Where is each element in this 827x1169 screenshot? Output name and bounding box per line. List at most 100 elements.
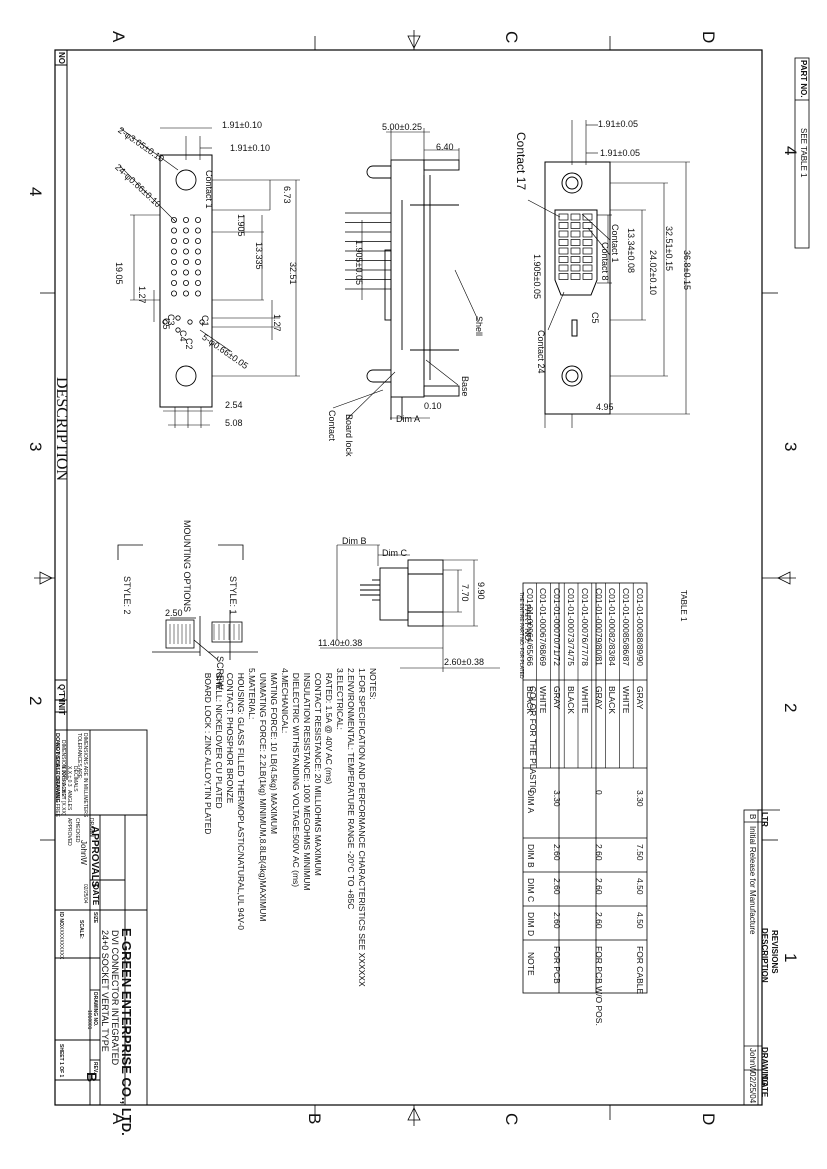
rev-row-ltr: B bbox=[748, 814, 757, 820]
table-cell-part: C01-01-00067/68/69 bbox=[538, 588, 549, 666]
label-shell: Shell bbox=[474, 316, 484, 337]
rev-row-description: Initial Release for Manufacture bbox=[748, 826, 757, 935]
table-cell-color: WHITE bbox=[621, 686, 632, 714]
pin-hole bbox=[182, 227, 189, 234]
dim-1-91-b: 1.91±0.10 bbox=[230, 143, 270, 153]
dim-2-54: 2.54 bbox=[225, 400, 243, 410]
table-cell-dim-c: 2.60 bbox=[552, 878, 563, 895]
table-cell-dim-a: 3.30 bbox=[635, 790, 645, 807]
front-contact bbox=[582, 247, 593, 255]
title-block-grid bbox=[54, 729, 148, 1106]
pin-hole bbox=[170, 258, 177, 265]
dim-5-00: 5.00±0.25 bbox=[382, 122, 422, 132]
pin-hole bbox=[170, 237, 177, 244]
note-line: 4.MECHANICAL: bbox=[280, 668, 290, 734]
dim-front-1-905: 1.905±0.05 bbox=[532, 254, 542, 299]
note-line: DIELECTRIC WITHSTANDING VOLTAGE:500V AC … bbox=[291, 668, 301, 888]
do-not-scale: DO NOT SCALE DRAWING bbox=[54, 733, 60, 803]
table-cell-part: C01-01-00082/83/84 bbox=[607, 588, 618, 666]
front-contact bbox=[570, 273, 581, 280]
pin-hole bbox=[194, 248, 201, 255]
front-contact bbox=[582, 213, 593, 221]
part-no-value: SEE TABLE 1 bbox=[799, 128, 808, 178]
mount-detail bbox=[169, 624, 240, 644]
side-pins bbox=[345, 212, 391, 290]
table-cell-color: GRAY bbox=[552, 686, 563, 710]
note-line: 5.MATERIAL: bbox=[247, 668, 257, 720]
title-line-1: DVI CONNECTOR INTEGRATED bbox=[110, 930, 120, 1066]
dim-13-34: 13.34±0.08 bbox=[626, 228, 636, 273]
c-pin-hole bbox=[175, 327, 181, 333]
note-line: BOARD LOCK : ZINC ALLOY,TIN PLATED bbox=[203, 668, 213, 835]
front-contact bbox=[570, 256, 581, 263]
title-line-2: 24+0 SOCKET VERTAL TYPE bbox=[100, 930, 110, 1052]
pin-hole bbox=[194, 258, 201, 265]
note-line: SHELL: NICKELOVER CU PLATED bbox=[214, 668, 224, 809]
part-no-box bbox=[794, 57, 810, 249]
note-line: RATED: 1.5A @ 40V AC (ms) bbox=[324, 668, 334, 785]
dim-6-73: 6.73 bbox=[282, 186, 292, 204]
zone-label-left-4: 4 bbox=[26, 187, 45, 197]
label-c5-front: C5 bbox=[590, 312, 600, 324]
zone-label-left-2: 2 bbox=[26, 696, 45, 706]
pin-hole bbox=[170, 269, 177, 276]
table-cell-dim-d: 4.50 bbox=[635, 912, 645, 929]
rev-header-date: DATE bbox=[760, 1076, 769, 1098]
front-contact bbox=[570, 247, 581, 255]
table-cell-color: WHITE bbox=[538, 686, 549, 714]
dim-2-60: 2.60±0.38 bbox=[444, 657, 484, 667]
dim-7-70: 7.70 bbox=[460, 584, 470, 602]
pin-hole bbox=[182, 216, 189, 223]
zone-label-right-1: 1 bbox=[781, 953, 800, 963]
c-pin-hole bbox=[187, 319, 193, 325]
table-cell-dim-a: 3.30 bbox=[552, 790, 563, 807]
zone-label-right-3: 3 bbox=[781, 442, 800, 452]
date-label: DATE bbox=[91, 884, 100, 906]
zone-label-left-3: 3 bbox=[26, 442, 45, 452]
table-cell-dim-a: 0 bbox=[593, 790, 604, 795]
table-cell-dim-c: 4.50 bbox=[635, 878, 645, 895]
c-pin-hole bbox=[162, 319, 168, 325]
front-contact bbox=[582, 222, 593, 229]
zone-label-top-d: D bbox=[699, 31, 718, 44]
drawn-date: 02/25/04 bbox=[82, 884, 88, 904]
table-cell-part: C01-01-00079/80/81 bbox=[593, 588, 604, 666]
table-1-grid bbox=[522, 582, 648, 994]
sheet-label: SHEET 1 OF 1 bbox=[58, 1044, 64, 1078]
table-cell-note: FOR PCB W/O POS. bbox=[593, 946, 604, 1026]
dim-9-90: 9.90 bbox=[476, 582, 486, 600]
note-line: MATING FORCE: 10 LB(4.5kg) MAXIMUM bbox=[269, 668, 279, 835]
pin-hole bbox=[170, 290, 177, 297]
rev-row-date: 02/25/04 bbox=[748, 1072, 757, 1104]
label-contact-8: Contact 8 bbox=[600, 242, 610, 281]
strip-init: INIT bbox=[57, 700, 66, 716]
center-marks bbox=[34, 30, 796, 1126]
tol-decimals: DECIMALS bbox=[72, 766, 78, 792]
dim-4-95: 4.95 bbox=[596, 402, 614, 412]
dim-2-50: 2.50 bbox=[165, 608, 183, 618]
dim-1-27-b: 1.27 bbox=[272, 314, 282, 332]
label-style-2: STYLE: 2 bbox=[122, 576, 132, 615]
dim-5-08: 5.08 bbox=[225, 418, 243, 428]
table-cell-dim-d: 2.60 bbox=[552, 912, 563, 929]
side-dimensions bbox=[332, 128, 479, 421]
drawn-label: DRAWN bbox=[88, 818, 94, 837]
c-pin-hole bbox=[175, 315, 181, 321]
table-cell-part: C01-01-00070/71/72 bbox=[552, 588, 563, 666]
label-c4: C4 bbox=[178, 330, 188, 342]
table-cell-part: C01-01-00073/74/75 bbox=[566, 588, 576, 666]
drawing-no-label: DRAWING NO. bbox=[92, 992, 98, 1027]
table-cell-dim-d: 2.60 bbox=[593, 912, 604, 929]
label-contact-24: Contact 24 bbox=[536, 330, 546, 374]
front-contact bbox=[582, 239, 593, 246]
front-contact bbox=[558, 247, 569, 255]
table-cell-part: C01-01-00088/89/90 bbox=[635, 588, 645, 666]
table-1-title: TABLE 1 bbox=[679, 590, 688, 622]
pin-hole bbox=[194, 290, 201, 297]
label-contact-1-left: Contact 1 bbox=[204, 170, 214, 209]
front-contact bbox=[582, 273, 593, 280]
table-header-dim-d: DIM D bbox=[526, 912, 536, 937]
label-board-lock: Board lock bbox=[344, 414, 354, 457]
pin-hole bbox=[194, 279, 201, 286]
bracket-note-1: DIMENSION IN BRACKET [X.XX] bbox=[60, 740, 66, 816]
